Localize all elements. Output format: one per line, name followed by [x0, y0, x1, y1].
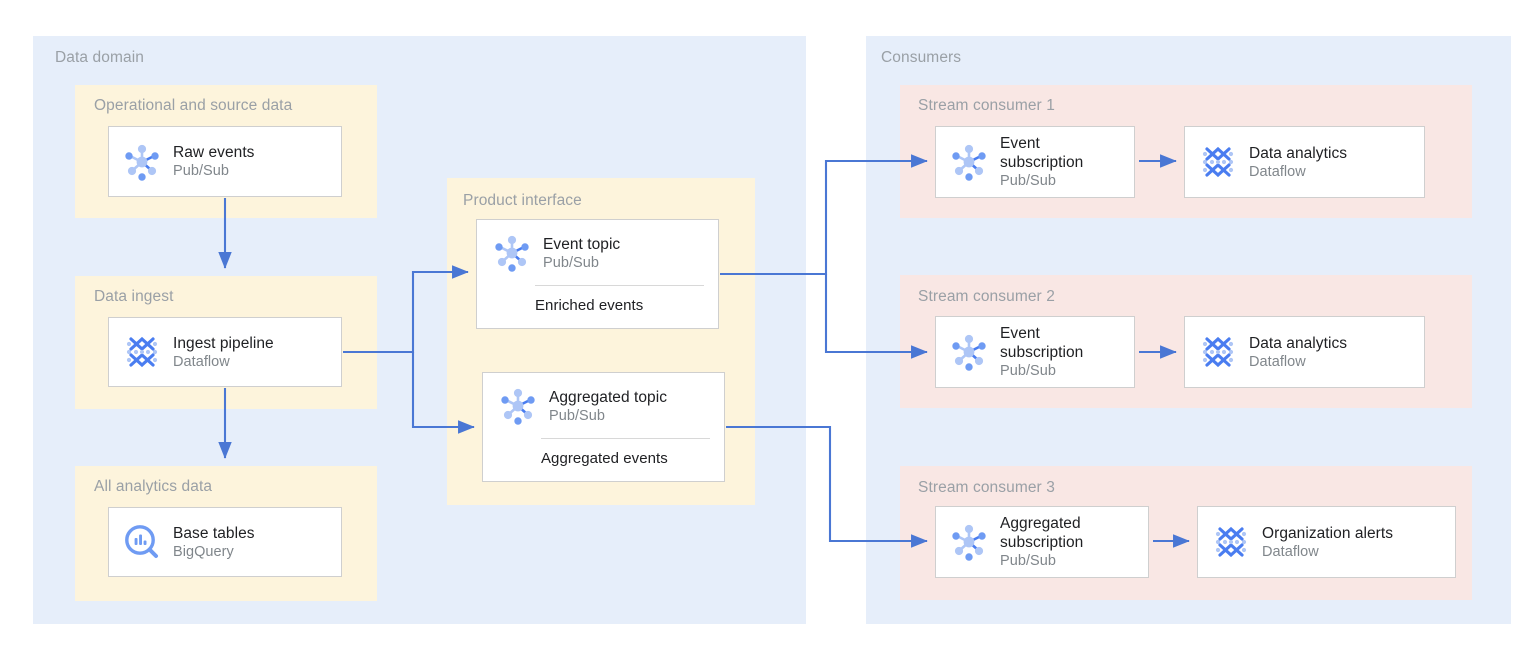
card-footer-label: Enriched events	[535, 297, 644, 314]
card-title: Raw events	[173, 144, 255, 161]
dataflow-icon	[1197, 331, 1239, 373]
card-subtitle: Dataflow	[1249, 163, 1306, 180]
all-analytics-data-label: All analytics data	[94, 478, 213, 495]
card-subtitle: Pub/Sub	[549, 407, 605, 424]
card-event-subscription-2[interactable]: Event subscription Pub/Sub	[935, 316, 1135, 388]
card-aggregated-topic[interactable]: Aggregated topic Pub/Sub Aggregated even…	[482, 372, 725, 482]
card-subtitle: Pub/Sub	[173, 163, 229, 179]
stream-consumer-1-label: Stream consumer 1	[918, 97, 1055, 114]
bigquery-icon	[121, 521, 163, 563]
card-footer-label: Aggregated events	[541, 450, 668, 467]
pubsub-icon	[121, 141, 163, 183]
card-divider	[541, 438, 710, 439]
card-raw-events[interactable]: Raw events Pub/Sub	[108, 126, 342, 197]
product-interface-label: Product interface	[463, 192, 582, 209]
card-subtitle: Pub/Sub	[1000, 363, 1056, 379]
data-ingest-label: Data ingest	[94, 288, 174, 305]
card-organization-alerts[interactable]: Organization alerts Dataflow	[1197, 506, 1456, 578]
pubsub-icon	[948, 331, 990, 373]
consumers-label: Consumers	[881, 49, 962, 66]
data-domain-label: Data domain	[55, 49, 144, 66]
pubsub-icon	[497, 385, 539, 427]
card-title: Data analytics	[1249, 144, 1348, 162]
card-subtitle: Pub/Sub	[1000, 173, 1056, 189]
dataflow-icon	[121, 331, 163, 373]
card-subtitle: Pub/Sub	[543, 254, 599, 271]
pubsub-icon	[948, 141, 990, 183]
card-subtitle: BigQuery	[173, 543, 234, 560]
stream-consumer-3-label: Stream consumer 3	[918, 479, 1055, 496]
stream-consumer-2-label: Stream consumer 2	[918, 288, 1055, 305]
card-title: Event topic	[543, 235, 621, 253]
operational-source-data-label: Operational and source data	[94, 97, 293, 114]
dataflow-icon	[1197, 141, 1239, 183]
card-ingest-pipeline[interactable]: Ingest pipeline Dataflow	[108, 317, 342, 387]
card-event-topic[interactable]: Event topic Pub/Sub Enriched events	[476, 219, 719, 329]
card-title: Base tables	[173, 524, 255, 542]
card-title: Aggregated topic	[549, 388, 667, 406]
card-subtitle: Dataflow	[1249, 353, 1306, 370]
card-aggregated-subscription[interactable]: Aggregated subscription Pub/Sub	[935, 506, 1149, 578]
card-subtitle: Dataflow	[1262, 543, 1319, 560]
card-title: Event subscription	[1000, 325, 1084, 361]
dataflow-icon	[1210, 521, 1252, 563]
card-title: Organization alerts	[1262, 524, 1394, 542]
card-title: Aggregated subscription	[1000, 515, 1084, 551]
card-title: Ingest pipeline	[173, 334, 274, 352]
card-subtitle: Dataflow	[173, 353, 230, 370]
pubsub-icon	[948, 521, 990, 563]
card-title: Data analytics	[1249, 334, 1348, 352]
pubsub-icon	[491, 232, 533, 274]
card-divider	[535, 285, 704, 286]
card-data-analytics-2[interactable]: Data analytics Dataflow	[1184, 316, 1425, 388]
card-base-tables[interactable]: Base tables BigQuery	[108, 507, 342, 577]
card-subtitle: Pub/Sub	[1000, 553, 1056, 569]
card-data-analytics-1[interactable]: Data analytics Dataflow	[1184, 126, 1425, 198]
card-title: Event subscription	[1000, 135, 1084, 171]
card-event-subscription-1[interactable]: Event subscription Pub/Sub	[935, 126, 1135, 198]
